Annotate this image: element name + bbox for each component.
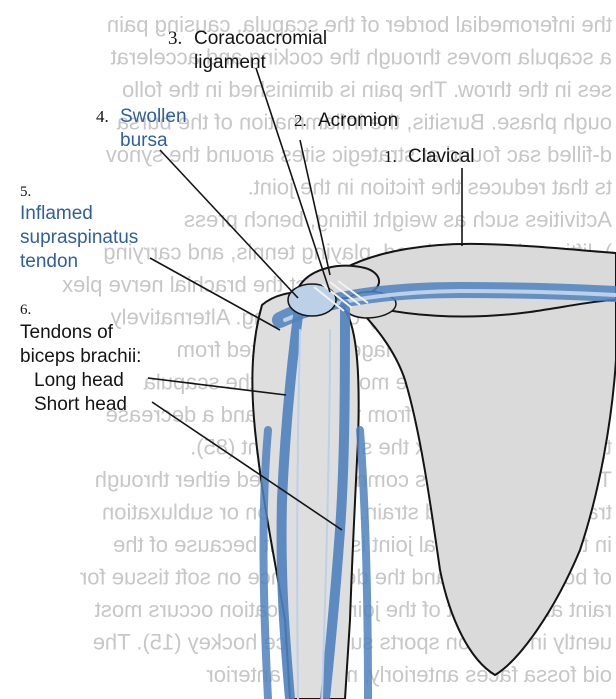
label-bursa-line2: bursa [120,130,168,151]
label-coracoacromial-line2: ligament [194,52,267,73]
show-through-text-line: a scapula moves through the cocking and … [111,45,612,70]
label-biceps-long-head: Long head [34,370,124,391]
label-supraspinatus-number: 5. [20,184,31,200]
show-through-text-line: ts that reduces the friction in the join… [248,175,612,200]
show-through-text-line: the inferomedial border of the scapula, … [107,12,612,37]
biceps-muscle-band-left [264,430,269,699]
label-bursa-number: 4. [96,107,109,126]
label-biceps-number: 6. [20,302,31,318]
label-supraspinatus-line2: supraspinatus [20,227,138,248]
label-biceps-line1: Tendons of [20,322,114,343]
label-acromion-text: Acromion [318,110,398,131]
label-coracoacromial-line1: Coracoacromial [194,28,327,49]
show-through-text-line: d-filled sac found at strategic sites ar… [106,142,612,167]
label-supraspinatus-line3: tendon [20,251,78,272]
label-biceps-short-head: Short head [34,394,127,415]
show-through-text-line: ses in the throw. The pain is diminished… [122,77,612,102]
label-clavical-number: 1. [384,147,397,166]
label-clavical-text: Clavical [408,146,475,167]
label-bursa-line1: Swollen [120,106,187,127]
label-supraspinatus-line1: Inflamed [20,203,93,224]
show-through-text-line: Activities such as weight lifting, bench… [184,207,612,232]
label-acromion-number: 2. [294,111,307,130]
label-coracoacromial-number: 3. [168,28,182,49]
label-biceps-line2: biceps brachii: [20,346,141,367]
